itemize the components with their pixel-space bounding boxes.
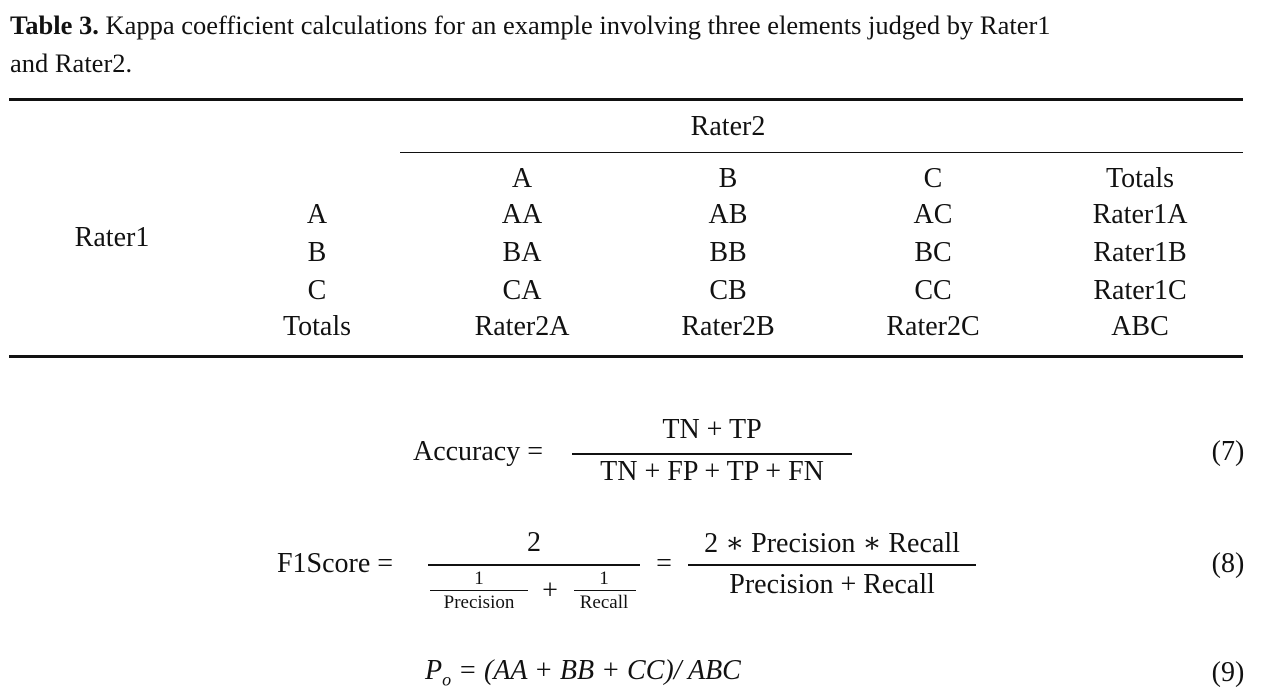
eq8-small-bar	[430, 590, 528, 592]
table-cell: Rater2A	[474, 311, 570, 342]
eq9-subscript: o	[442, 669, 452, 690]
table-cell: CC	[914, 275, 952, 306]
caption-text-line2: and Rater2.	[10, 48, 133, 78]
eq8-equals: =	[656, 548, 672, 579]
eq7-lhs: Accuracy =	[412, 436, 544, 467]
eq8-fraction-bar1	[428, 564, 640, 566]
bottom-rule	[9, 355, 1243, 358]
eq8-numerator1: 2	[527, 527, 541, 558]
eq8-fraction-bar2	[688, 564, 976, 566]
column-header: A	[511, 163, 533, 194]
table-cell: Rater2C	[886, 311, 980, 342]
eq9-rhs: = (AA + BB + CC)/ ABC	[451, 655, 741, 686]
eq8-lhs: F1Score =	[276, 548, 394, 579]
eq8-small-den: Precision	[443, 592, 515, 613]
table-cell: AA	[501, 199, 543, 230]
table-cell: AB	[708, 199, 748, 230]
eq7-fraction-bar	[572, 453, 852, 455]
row-label: B	[307, 237, 327, 268]
eq7-number: (7)	[1211, 436, 1245, 467]
row-label: A	[306, 199, 328, 230]
eq9-number: (9)	[1211, 657, 1245, 688]
table-cell: ABC	[1111, 311, 1169, 342]
table-cell: BA	[502, 237, 542, 268]
eq7-numerator: TN + TP	[662, 414, 762, 445]
eq9-expression: Po = (AA + BB + CC)/ ABC	[425, 655, 741, 691]
table-cell: Rater2B	[681, 311, 775, 342]
caption-text: Kappa coefficient calculations for an ex…	[105, 10, 1051, 40]
eq8-denominator2: Precision + Recall	[729, 569, 935, 600]
table-cell: Rater1A	[1092, 199, 1188, 230]
table-cell: CA	[502, 275, 542, 306]
eq8-numerator2: 2 ∗ Precision ∗ Recall	[704, 528, 960, 559]
row-label: C	[307, 275, 327, 306]
row-label: Totals	[282, 311, 352, 342]
table-cell: Rater1B	[1093, 237, 1187, 268]
eq8-number: (8)	[1211, 548, 1245, 579]
table-cell: AC	[913, 199, 953, 230]
col-group-header: Rater2	[690, 111, 766, 142]
eq8-plus: +	[542, 575, 558, 606]
row-group-header: Rater1	[74, 222, 150, 253]
column-header: Totals	[1105, 163, 1175, 194]
table-cell: BB	[709, 237, 747, 268]
table-cell: BC	[914, 237, 952, 268]
eq8-small-bar	[574, 590, 636, 592]
eq8-small-den: Recall	[579, 592, 629, 613]
table-cell: CB	[709, 275, 747, 306]
eq7-denominator: TN + FP + TP + FN	[600, 456, 824, 487]
caption-label: Table 3.	[10, 10, 99, 40]
column-header: B	[718, 163, 738, 194]
top-rule	[9, 98, 1243, 101]
eq9-p: P	[425, 655, 443, 686]
eq8-small-num: 1	[474, 568, 484, 589]
table-cell: Rater1C	[1093, 275, 1187, 306]
eq8-small-num: 1	[599, 568, 609, 589]
column-header: C	[923, 163, 943, 194]
table-caption: Table 3. Kappa coefficient calculations …	[10, 6, 1051, 44]
mid-rule	[400, 152, 1243, 154]
